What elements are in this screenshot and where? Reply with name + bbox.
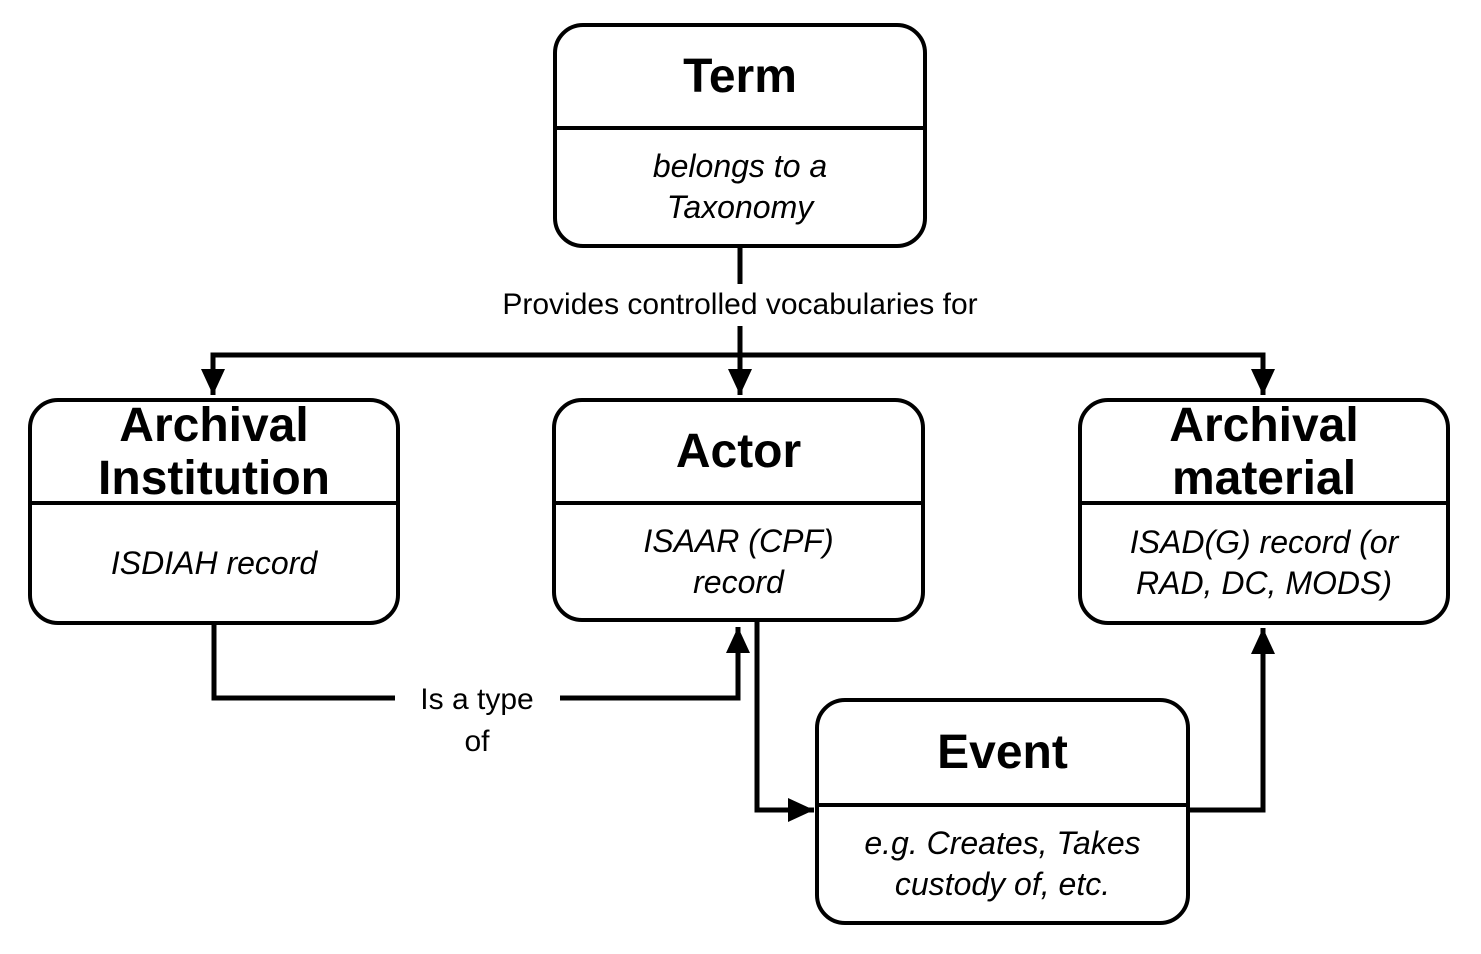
node-term-title: Term xyxy=(557,27,923,130)
node-archival-institution-subtitle: ISDIAH record xyxy=(110,544,318,581)
node-event: Event e.g. Creates, Takes custody of, et… xyxy=(815,698,1190,925)
edge-institution-to-label xyxy=(211,625,395,701)
node-archival-material-subtitle: ISAD(G) record (or RAD, DC, MODS) xyxy=(1129,524,1399,601)
edge-label-to-actor-arrow xyxy=(560,627,750,701)
node-event-title: Event xyxy=(819,702,1186,807)
node-archival-material: Archival material ISAD(G) record (or RAD… xyxy=(1078,398,1450,625)
node-actor-title: Actor xyxy=(556,402,921,505)
node-term-subtitle: belongs to a Taxonomy xyxy=(652,148,828,225)
node-archival-institution-title: Archival Institution xyxy=(32,399,396,505)
node-actor: Actor ISAAR (CPF) record xyxy=(552,398,925,622)
edge-event-to-material-arrow xyxy=(1190,628,1275,813)
node-archival-institution: Archival Institution ISDIAH record xyxy=(28,398,400,625)
node-event-subtitle: e.g. Creates, Takes custody of, etc. xyxy=(864,825,1141,902)
node-archival-material-title: Archival material xyxy=(1082,399,1446,505)
node-term: Term belongs to a Taxonomy xyxy=(553,23,927,248)
edge-actor-to-event-arrow xyxy=(754,622,814,822)
edge-label-provides-controlled-vocabularies: Provides controlled vocabularies for xyxy=(496,284,984,326)
node-actor-subtitle: ISAAR (CPF) record xyxy=(643,522,834,600)
edge-label-is-a-type-of: Is a type of xyxy=(420,683,534,758)
